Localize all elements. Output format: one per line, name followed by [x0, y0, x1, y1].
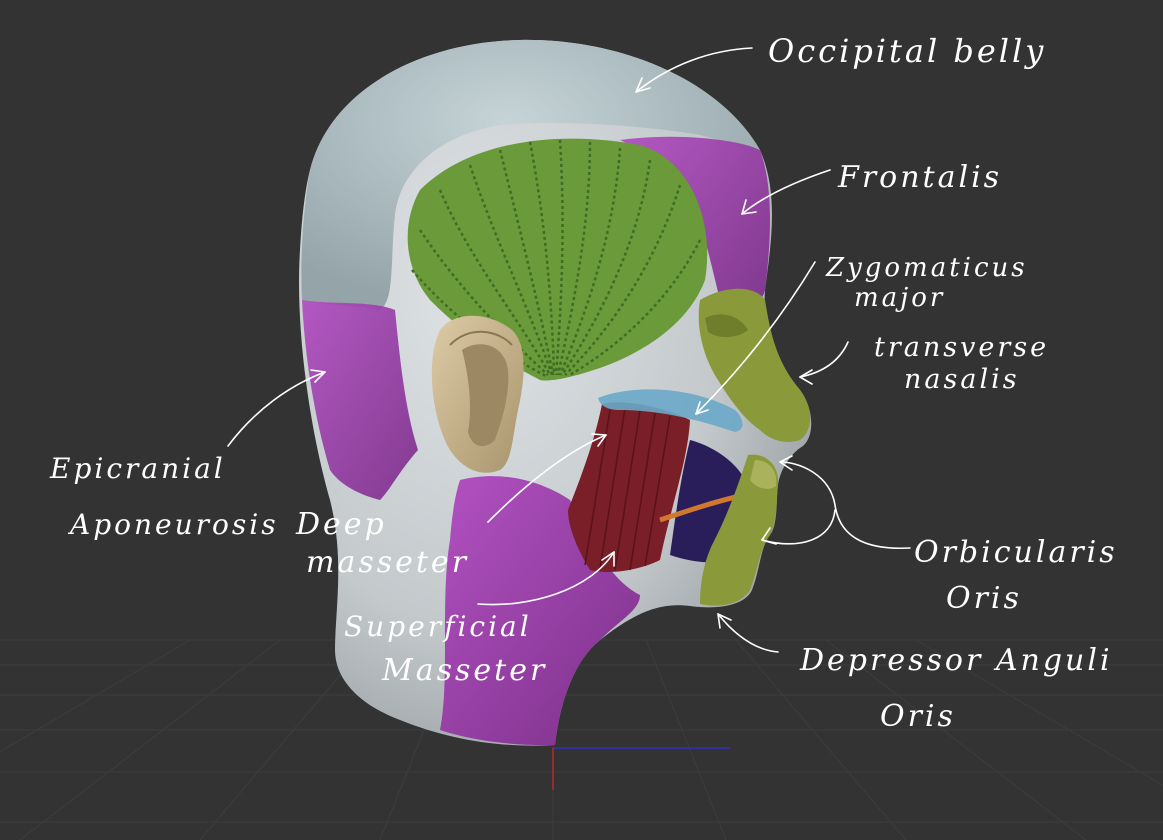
label-transverse-line2: nasalis: [904, 364, 1020, 395]
frontalis-muscle: [620, 136, 770, 303]
arrow-zygomaticus: [695, 261, 816, 415]
arrow-occipital-belly: [635, 47, 753, 93]
arrow-frontalis: [741, 169, 831, 215]
label-deep-masseter-line2: masseter: [306, 545, 469, 580]
annotation-labels: Occipital belly Frontalis Zygomaticus ma…: [49, 32, 1118, 734]
label-frontalis: Frontalis: [837, 160, 1002, 195]
ground-grid: [0, 639, 1163, 840]
lip-highlight: [750, 460, 777, 489]
label-deep-masseter-line1: Deep: [295, 507, 387, 542]
arrow-transverse-nasalis: [799, 341, 849, 378]
label-superficial-line2: Masseter: [381, 653, 547, 688]
arrow-deep-masseter: [487, 434, 607, 523]
label-depressor-line2: Oris: [880, 699, 956, 734]
annotation-arrows: [227, 47, 911, 653]
occipital-muscle: [302, 300, 418, 500]
label-epicranial-line2: Aponeurosis: [67, 508, 279, 541]
zygomaticus-muscle: [598, 389, 743, 432]
orbicularis-oris-muscle: [700, 454, 779, 606]
label-orbicularis-line1: Orbicularis: [914, 535, 1118, 570]
label-orbicularis-line2: Oris: [946, 581, 1022, 616]
arrow-depressor-anguli: [717, 613, 779, 653]
ear-helix-shadow: [449, 330, 513, 346]
temporalis-fibers: [411, 139, 702, 378]
label-transverse-line1: transverse: [874, 332, 1049, 363]
galea-aponeurosis: [301, 39, 762, 310]
label-zygomaticus-line2: major: [854, 283, 945, 313]
ear-inner: [462, 344, 509, 447]
label-superficial-line1: Superficial: [344, 610, 532, 643]
arrow-epicranial: [227, 371, 326, 447]
arrow-orbicularis-oris: [761, 461, 911, 550]
head-model[interactable]: [299, 39, 812, 746]
label-zygomaticus-line1: Zygomaticus: [825, 253, 1028, 283]
label-occipital-belly: Occipital belly: [768, 32, 1046, 70]
arrow-superficial-masseter: [477, 551, 615, 606]
eye-lid: [705, 314, 748, 338]
label-epicranial-line1: Epicranial: [49, 452, 226, 485]
label-depressor-line1: Depressor Anguli: [799, 643, 1113, 678]
